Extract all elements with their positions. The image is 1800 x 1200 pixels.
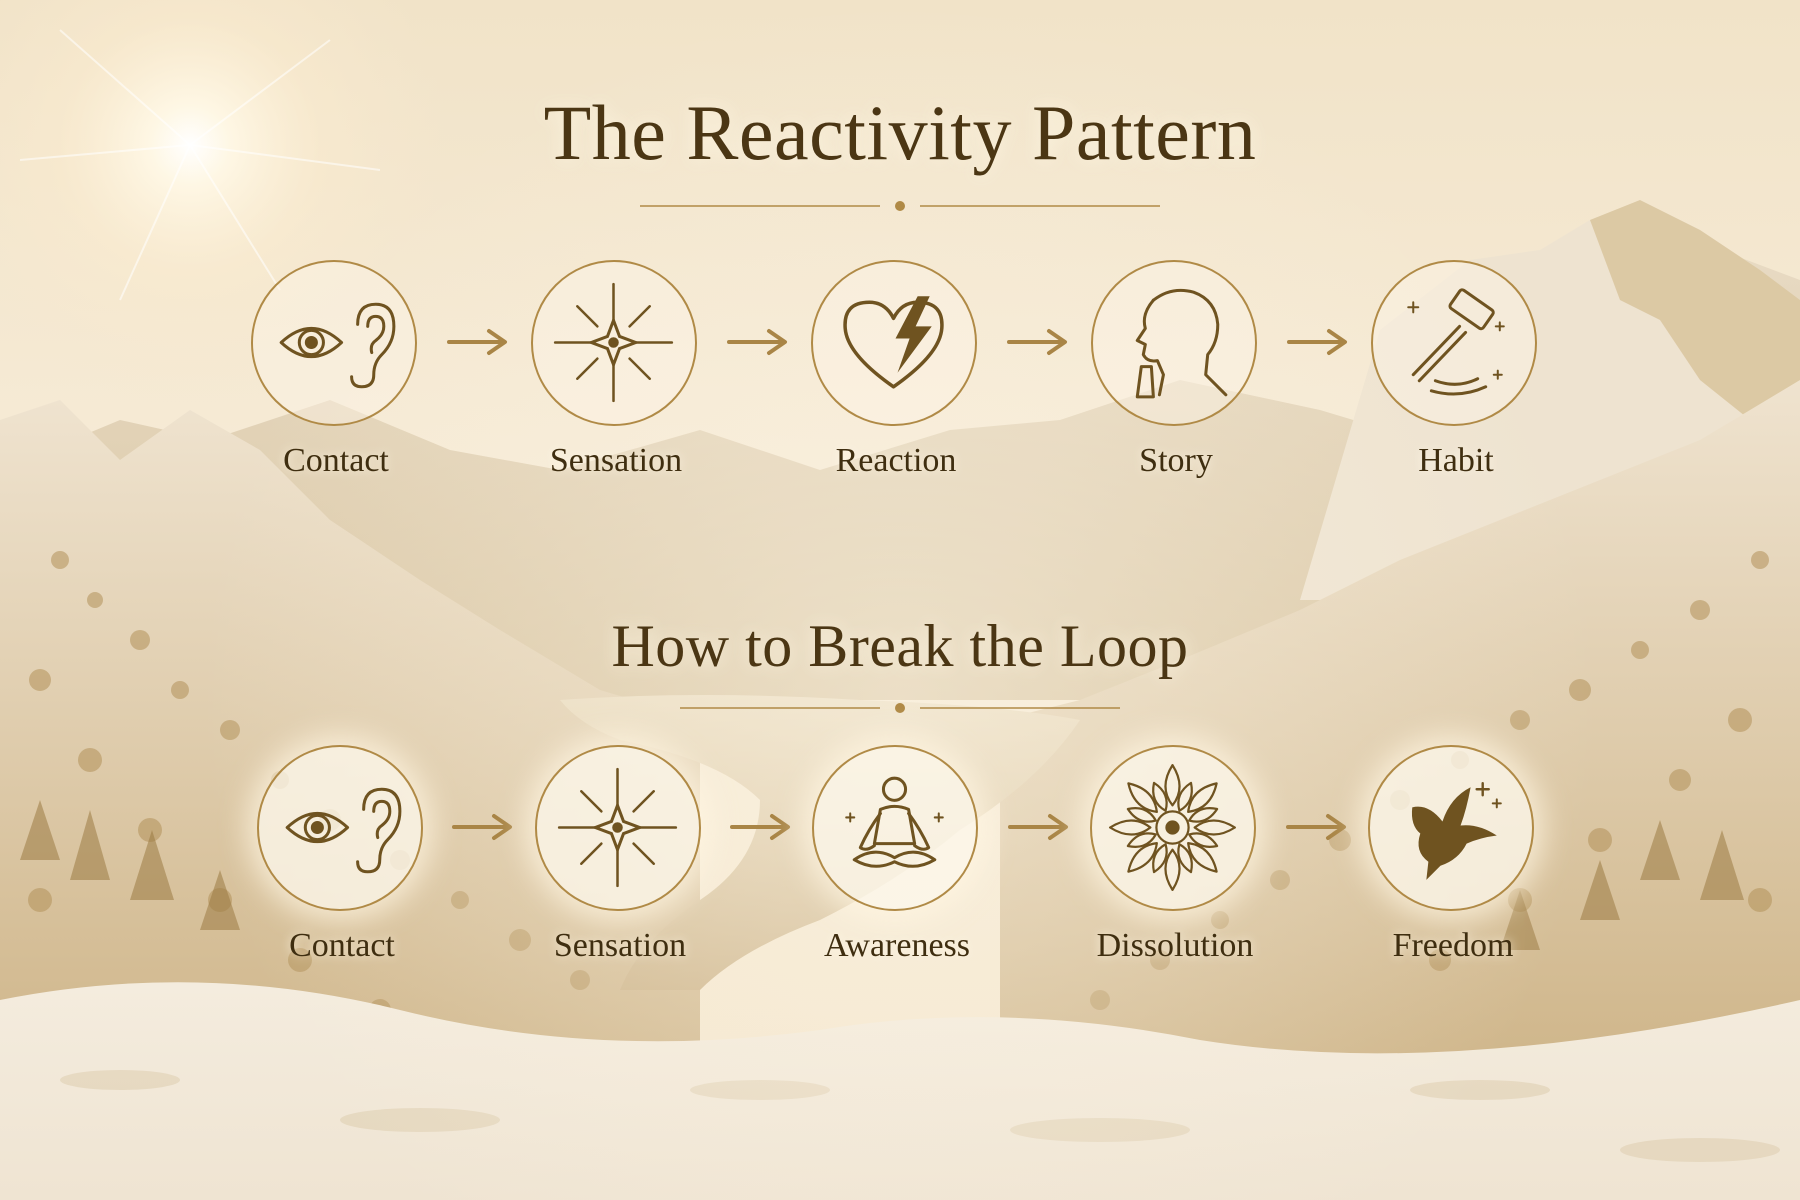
step-label: Contact [289,927,395,964]
reactivity-pattern-title: The Reactivity Pattern [543,89,1257,176]
step-circle [812,745,978,911]
dove-icon [1411,782,1502,880]
break-the-loop-title: How to Break the Loop [611,613,1189,679]
title-divider [640,201,1160,211]
step-story: Story [1056,260,1296,520]
step-circle [1091,260,1257,426]
step-circle [535,745,701,911]
arrow-right-icon [727,329,787,355]
step-sensation: Sensation [496,260,736,520]
arrow-right-icon [1007,329,1067,355]
lightning-heart-icon [843,296,944,389]
step-contact: Contact [222,745,462,1005]
step-dissolution: Dissolution [1055,745,1295,1005]
step-label: Freedom [1392,927,1514,964]
step-contact: Contact [216,260,456,520]
step-label: Habit [1418,442,1494,479]
step-circle [1090,745,1256,911]
meditation-icon [845,776,944,868]
head-profile-icon [1135,288,1228,399]
step-circle [1368,745,1534,911]
step-reaction: Reaction [776,260,1016,520]
step-habit: Habit [1336,260,1576,520]
arrow-right-icon [452,814,512,840]
step-circle [1371,260,1537,426]
eye-ear-icon [285,787,402,874]
step-awareness: Awareness [777,745,1017,1005]
arrow-right-icon [1008,814,1068,840]
step-freedom: Freedom [1333,745,1573,1005]
arrow-right-icon [730,814,790,840]
step-circle [251,260,417,426]
lotus-mandala-icon [1109,764,1236,891]
step-sensation: Sensation [500,745,740,1005]
step-label: Dissolution [1096,927,1254,964]
step-label: Sensation [553,927,687,964]
arrow-right-icon [1287,329,1347,355]
arrow-right-icon [447,329,507,355]
eye-ear-icon [279,302,396,389]
step-label: Reaction [835,442,957,479]
step-circle [811,260,977,426]
step-circle [257,745,423,911]
arrow-right-icon [1286,814,1346,840]
step-label: Sensation [549,442,683,479]
step-circle [531,260,697,426]
gavel-icon [1407,288,1505,396]
sparkle-icon [553,282,674,403]
step-label: Story [1139,442,1213,479]
subtitle-divider [680,703,1120,713]
sparkle-icon [557,767,678,888]
step-label: Awareness [823,927,971,964]
step-label: Contact [283,442,389,479]
